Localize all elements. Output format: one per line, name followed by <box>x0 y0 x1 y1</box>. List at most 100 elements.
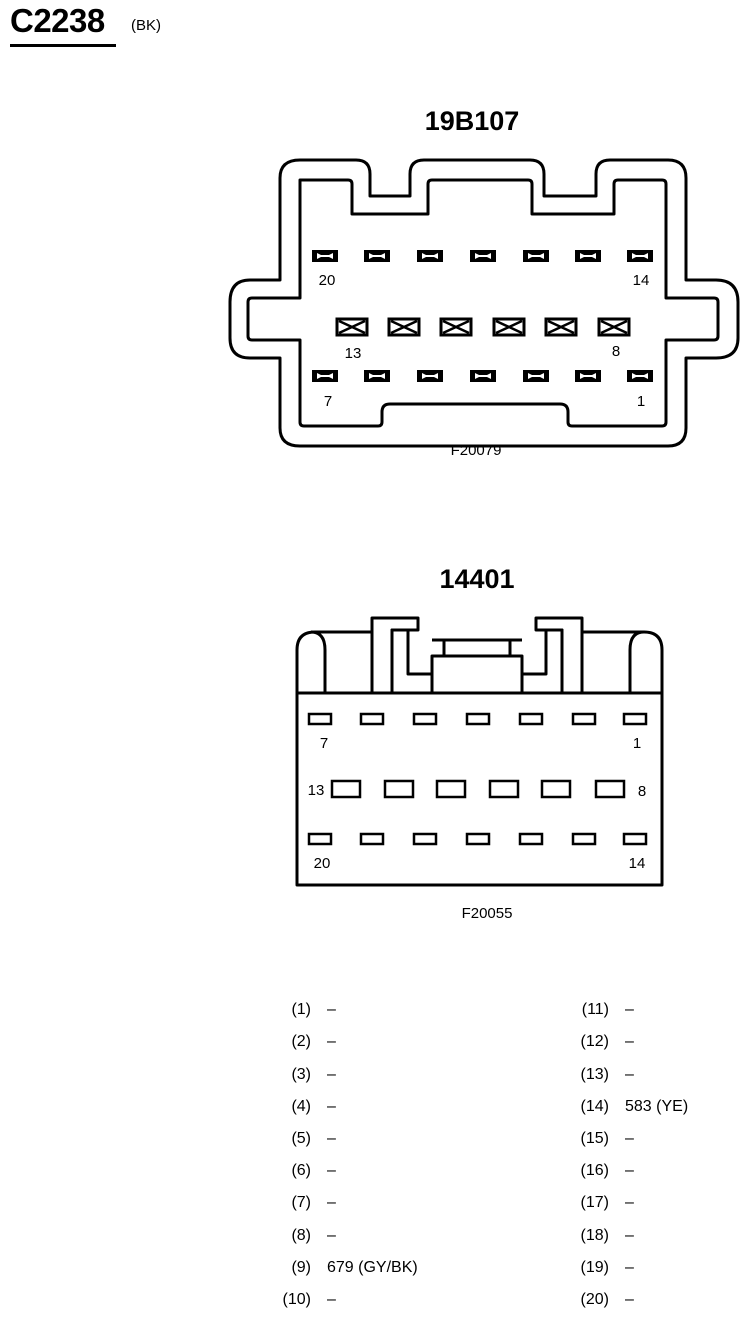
pinout-row: (2)– <box>270 1031 336 1053</box>
connector-a-pins <box>312 250 653 382</box>
connector-b-part-number: 14401 <box>439 564 515 594</box>
pin-circuit: – <box>625 1194 634 1211</box>
connector-b-outline <box>295 616 664 887</box>
terminal-cavity-large <box>330 779 362 799</box>
pin-circuit: – <box>327 1033 336 1050</box>
pinout-row: (20)– <box>560 1289 634 1311</box>
terminal-cavity <box>307 712 333 726</box>
terminal-cavity <box>470 370 496 382</box>
terminal-cavity <box>627 250 653 262</box>
pin-number: (20) <box>580 1291 609 1308</box>
pinout-row: (3)– <box>270 1064 336 1086</box>
pinout-row: (19)– <box>560 1257 634 1279</box>
terminal-cavity <box>571 832 597 846</box>
pin-number: (2) <box>291 1033 311 1050</box>
terminal-cavity <box>312 370 338 382</box>
pin-circuit: – <box>327 1001 336 1018</box>
pin-circuit: – <box>625 1066 634 1083</box>
terminal-cavity-large <box>383 779 415 799</box>
terminal-cavity <box>417 250 443 262</box>
connector-a-label-mid-left: 13 <box>345 345 362 362</box>
pinout-row: (15)– <box>560 1128 634 1150</box>
terminal-cavity-large <box>488 779 520 799</box>
terminal-cavity <box>465 712 491 726</box>
connector-a-label-top-left: 20 <box>319 272 336 289</box>
terminal-cavity <box>465 832 491 846</box>
connector-b-label-bot-left: 20 <box>314 855 331 872</box>
pinout-row: (17)– <box>560 1192 634 1214</box>
pin-number: (11) <box>581 1001 609 1018</box>
terminal-cavity-large <box>594 779 626 799</box>
terminal-cavity <box>622 832 648 846</box>
pin-circuit: – <box>327 1130 336 1147</box>
connector-b-label-bot-right: 14 <box>629 855 646 872</box>
terminal-cavity-large <box>544 317 578 337</box>
pin-number: (10) <box>282 1291 311 1308</box>
connector-a-label-bot-right: 1 <box>637 393 645 410</box>
pinout-row: (12)– <box>560 1031 634 1053</box>
pinout-row: (1)– <box>270 999 336 1021</box>
connector-b-label-top-left: 7 <box>320 735 328 752</box>
pin-number: (5) <box>291 1130 311 1147</box>
pinout-row: (14)583 (YE) <box>560 1096 689 1118</box>
terminal-cavity-large <box>335 317 369 337</box>
pin-circuit: – <box>625 1130 634 1147</box>
pin-number: (1) <box>291 1001 311 1018</box>
connector-id-underline <box>10 44 116 47</box>
pin-number: (14) <box>580 1098 609 1115</box>
connector-color: (BK) <box>131 17 161 34</box>
pin-number: (13) <box>580 1066 609 1083</box>
terminal-cavity <box>359 712 385 726</box>
pin-circuit: – <box>625 1227 634 1244</box>
connector-a-label-bot-left: 7 <box>324 393 332 410</box>
pin-number: (7) <box>291 1194 311 1211</box>
connector-b-label-mid-left: 13 <box>308 782 325 799</box>
pinout-row: (16)– <box>560 1160 634 1182</box>
pin-circuit: 679 (GY/BK) <box>327 1259 418 1276</box>
terminal-cavity <box>359 832 385 846</box>
pin-number: (8) <box>291 1227 311 1244</box>
connector-id: C2238 <box>10 2 105 39</box>
connector-b-labels: 7 1 13 8 20 14 <box>308 735 647 872</box>
pinout-row: (11)– <box>560 999 634 1021</box>
pinout-row: (10)– <box>270 1289 336 1311</box>
pinout-row: (18)– <box>560 1225 634 1247</box>
terminal-cavity-large <box>439 317 473 337</box>
terminal-cavity-large <box>435 779 467 799</box>
pin-number: (15) <box>580 1130 609 1147</box>
pin-number: (18) <box>580 1227 609 1244</box>
terminal-cavity <box>518 712 544 726</box>
pinout-row: (7)– <box>270 1192 336 1214</box>
terminal-cavity-large <box>387 317 421 337</box>
terminal-cavity <box>470 250 496 262</box>
terminal-cavity <box>627 370 653 382</box>
connector-a-label-mid-right: 8 <box>612 343 620 360</box>
pin-circuit: – <box>327 1066 336 1083</box>
terminal-cavity-large <box>540 779 572 799</box>
pin-circuit: – <box>625 1033 634 1050</box>
pinout-row: (8)– <box>270 1225 336 1247</box>
pin-circuit: – <box>625 1259 634 1276</box>
connector-a-labels: 20 14 13 8 7 1 <box>319 272 650 410</box>
pin-circuit: – <box>327 1227 336 1244</box>
connector-b-label-top-right: 1 <box>633 735 641 752</box>
terminal-cavity <box>518 832 544 846</box>
pin-number: (16) <box>580 1162 609 1179</box>
terminal-cavity <box>364 370 390 382</box>
connector-b-pins <box>307 712 648 846</box>
pin-circuit: – <box>327 1291 336 1308</box>
terminal-cavity <box>307 832 333 846</box>
connector-a-part-number: 19B107 <box>424 106 520 136</box>
terminal-cavity <box>364 250 390 262</box>
pin-circuit: – <box>625 1001 634 1018</box>
terminal-cavity-large <box>597 317 631 337</box>
pin-circuit: – <box>327 1194 336 1211</box>
pinout-row: (4)– <box>270 1096 336 1118</box>
pinout-row: (9)679 (GY/BK) <box>270 1257 418 1279</box>
connector-b-label-mid-right: 8 <box>638 783 646 800</box>
connector-a-outline <box>228 158 740 448</box>
pin-number: (17) <box>580 1194 609 1211</box>
pin-circuit: – <box>327 1098 336 1115</box>
pin-circuit: – <box>327 1162 336 1179</box>
